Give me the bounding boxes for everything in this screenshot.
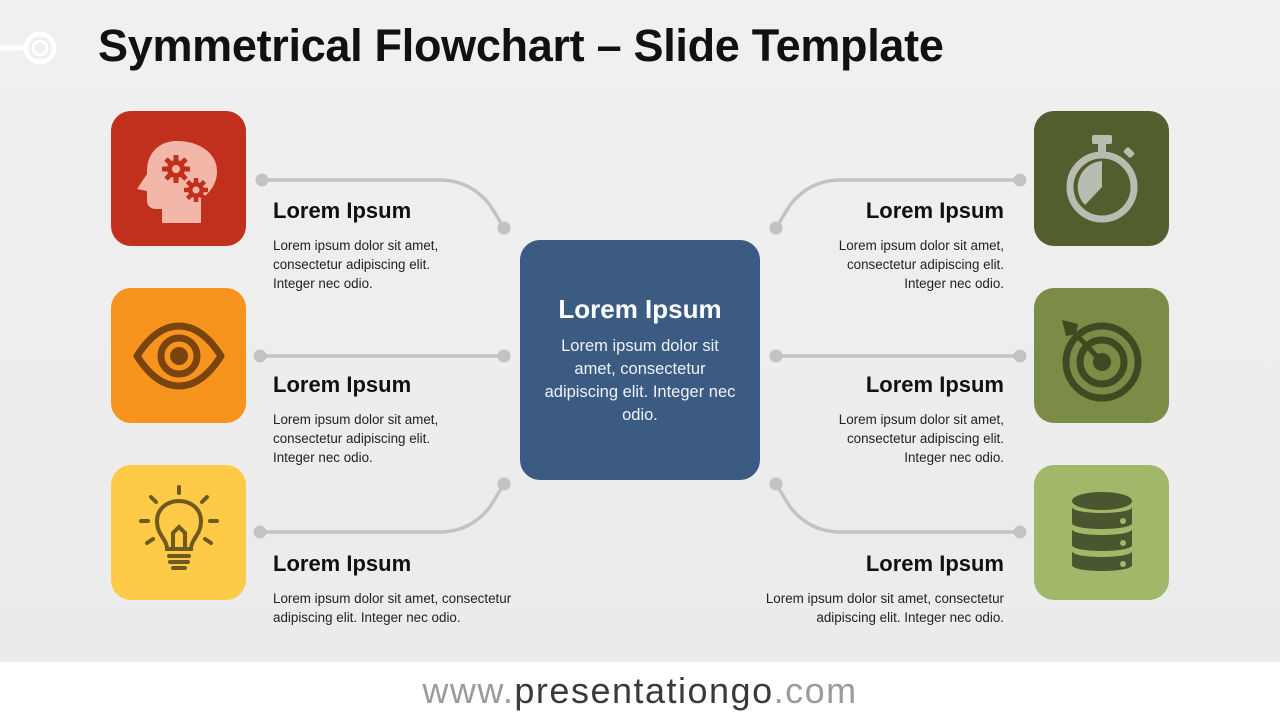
lightbulb-icon [138,484,219,570]
item-text-left-1: Lorem ipsum dolor sit amet, consectetur … [273,238,439,291]
connector-dot [497,477,511,491]
connector-dot [769,477,783,491]
footer-prefix: www. [422,670,515,711]
item-title-right-2: Lorem Ipsum [865,372,1004,397]
connector-dot [255,173,269,187]
target-icon [1061,319,1141,401]
footer-suffix: .com [773,670,858,711]
tile-right-1 [1034,111,1169,246]
item-title-left-1: Lorem Ipsum [273,198,412,223]
connector-dot [1013,349,1027,363]
item-title-left-2: Lorem Ipsum [273,372,412,397]
connector-dot [253,349,267,363]
tile-right-3 [1034,465,1169,600]
connector-left-1 [262,178,506,229]
eye-icon [133,322,224,389]
stopwatch-icon [1066,134,1137,222]
connector-dot [1013,173,1027,187]
item-text-left-3: Lorem ipsum dolor sit amet, consectetur … [273,591,512,625]
tile-left-2 [111,288,246,423]
footer-website[interactable]: www.presentationgo.com [0,662,1280,720]
item-text-right-2: Lorem ipsum dolor sit amet, consectetur … [838,412,1004,465]
page-title: Symmetrical Flowchart – Slide Template [98,20,944,71]
connector-dot [497,221,511,235]
connector-dot [769,349,783,363]
connector-dot [769,221,783,235]
connector-left-3 [260,483,506,534]
footer-brand: presentationgo [514,670,774,711]
item-title-right-3: Lorem Ipsum [865,551,1004,576]
connector-dot [253,525,267,539]
center-text: Lorem ipsum dolor sit amet, consectetur … [544,337,736,424]
connector-right-1 [774,178,1020,229]
database-icon [1071,491,1132,571]
tile-left-1 [111,111,246,246]
connector-dot [1013,525,1027,539]
item-title-left-3: Lorem Ipsum [273,551,412,576]
tile-right-2 [1034,288,1169,423]
connector-dot [497,349,511,363]
item-text-right-1: Lorem ipsum dolor sit amet, consectetur … [838,238,1004,291]
head-gears-icon [136,140,217,223]
slide: Symmetrical Flowchart – Slide Template [0,0,1280,662]
item-text-right-3: Lorem ipsum dolor sit amet, consectetur … [765,591,1004,625]
item-title-right-1: Lorem Ipsum [865,198,1004,223]
logo-key-icon [0,31,57,65]
item-text-left-2: Lorem ipsum dolor sit amet, consectetur … [273,412,439,465]
tile-left-3 [111,465,246,600]
connector-right-3 [774,483,1020,534]
center-title: Lorem Ipsum [558,294,722,324]
connector-lines [253,173,1027,539]
center-box: Lorem Ipsum Lorem ipsum dolor sit amet, … [520,240,760,480]
